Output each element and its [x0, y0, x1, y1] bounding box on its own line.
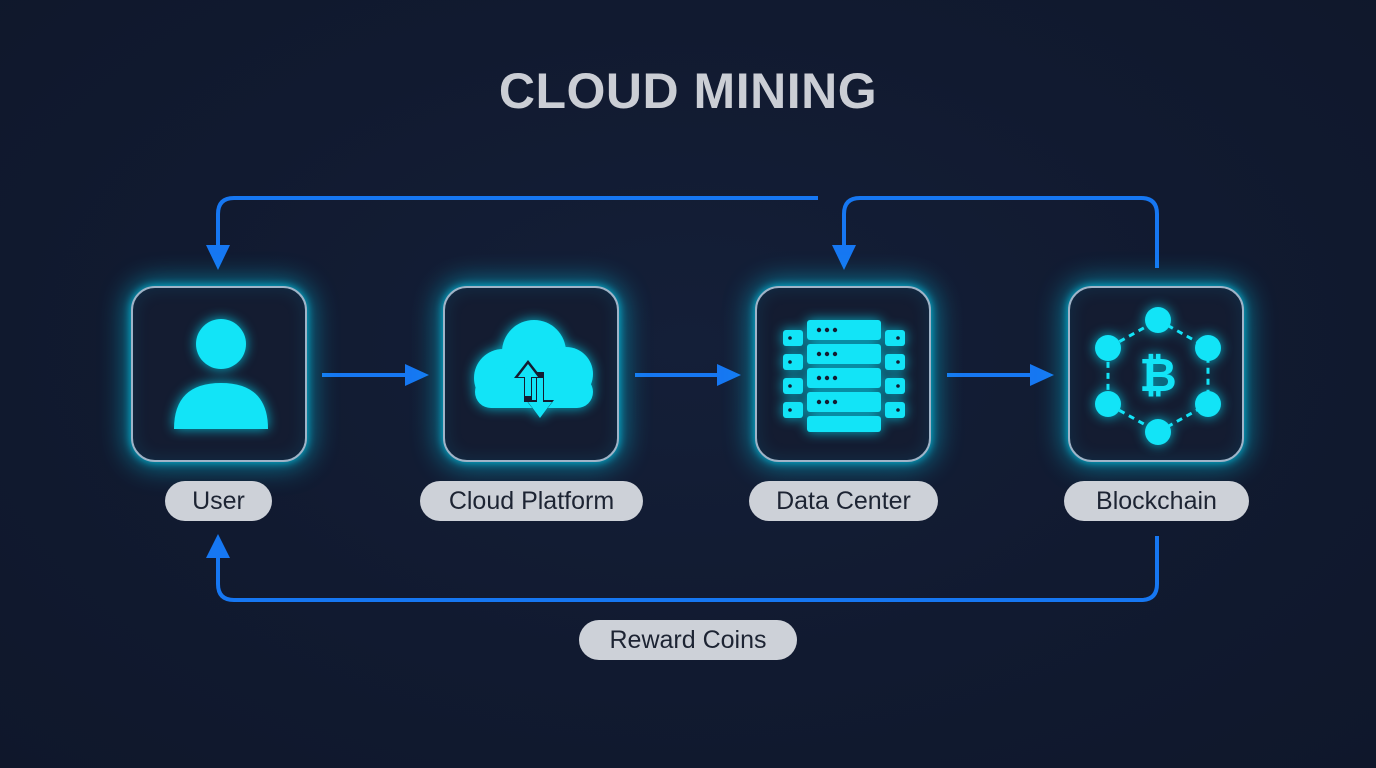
- label-reward-coins: Reward Coins: [579, 620, 797, 660]
- label-blockchain: Blockchain: [1064, 481, 1249, 521]
- loop-reward-blockchain-to-user: [206, 534, 1159, 602]
- loop-blockchain-to-datacenter: [832, 196, 1159, 270]
- user-icon: [174, 319, 268, 429]
- node-data-center: [755, 286, 931, 462]
- svg-text:₿: ₿: [1139, 348, 1177, 402]
- cloud-upload-download-icon: [474, 320, 593, 418]
- arrow-datacenter-to-blockchain: [947, 364, 1054, 386]
- node-user: [131, 286, 307, 462]
- arrow-user-to-cloud: [322, 364, 429, 386]
- diagram-title: CLOUD MINING: [498, 63, 878, 119]
- server-rack-icon: [783, 320, 905, 432]
- bitcoin-network-icon: ₿: [1095, 307, 1221, 445]
- loop-datacenter-to-user: [206, 196, 818, 270]
- label-data-center: Data Center: [749, 481, 938, 521]
- label-cloud-platform: Cloud Platform: [420, 481, 643, 521]
- node-cloud-platform: [443, 286, 619, 462]
- node-blockchain: ₿: [1068, 286, 1244, 462]
- label-user: User: [165, 481, 272, 521]
- arrow-cloud-to-datacenter: [635, 364, 741, 386]
